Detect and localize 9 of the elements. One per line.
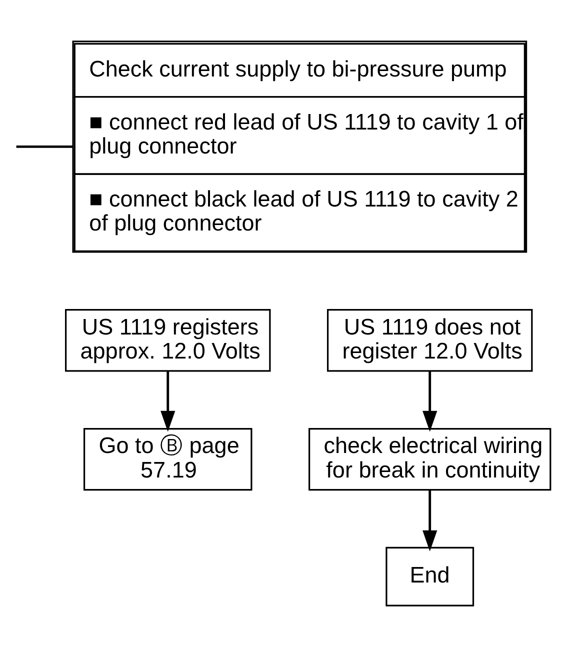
node-box: US 1119 registers approx. 12.0 Volts [65,309,271,372]
arrow [422,371,438,432]
connector [16,146,73,148]
node-box: US 1119 does not register 12.0 Volts [326,309,533,372]
arrow [422,490,438,552]
arrow [160,371,176,432]
node-box: End [386,546,474,606]
node-box: check electrical wiring for break in continuity [308,428,552,491]
node-box: Go to Ⓑ page 57.19 [84,428,252,491]
